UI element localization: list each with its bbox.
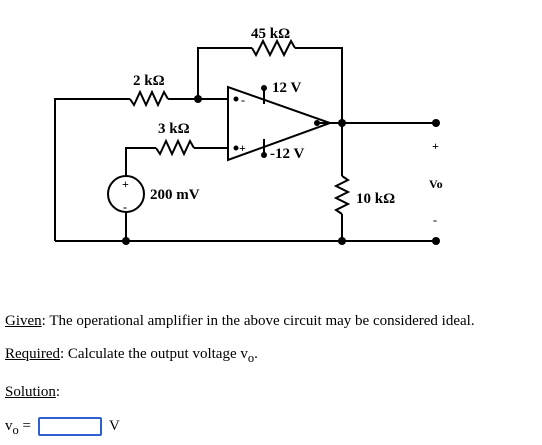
source-minus-sign: - xyxy=(123,200,127,214)
supply-neg-dot xyxy=(261,152,267,158)
vo-label: Vo xyxy=(429,177,443,191)
supply-pos-dot xyxy=(261,85,267,91)
inv-input-sign: - xyxy=(241,93,245,107)
answer-sub: o xyxy=(12,423,19,437)
junction-load-ground xyxy=(338,237,346,245)
op-amp-triangle xyxy=(227,85,333,162)
answer-eq: = xyxy=(18,418,31,434)
required-rest: : Calculate the output voltage v xyxy=(59,346,248,362)
required-end: . xyxy=(254,346,258,362)
input-wire-left xyxy=(54,98,130,241)
output-dot xyxy=(314,120,320,126)
r-plus-label: 3 kΩ xyxy=(158,121,190,137)
given-statement: Given: The operational amplifier in the … xyxy=(5,313,475,330)
noninv-input-dot xyxy=(233,145,239,151)
input-resistor xyxy=(129,89,169,108)
vo-terminal-bottom xyxy=(432,237,440,245)
answer-label: vo = xyxy=(5,418,31,438)
junction-output-node xyxy=(338,119,346,127)
required-word: Required xyxy=(5,346,60,362)
supply-neg-label: -12 V xyxy=(270,146,304,162)
source-plus-sign: + xyxy=(122,177,129,191)
required-statement: Required: Calculate the output voltage v… xyxy=(5,346,258,366)
source-value-label: 200 mV xyxy=(150,187,200,203)
r-input-label: 2 kΩ xyxy=(133,73,165,89)
given-rest: : The operational amplifier in the above… xyxy=(41,313,475,329)
solution-heading: Solution: xyxy=(5,384,60,401)
required-sub: o xyxy=(247,351,255,365)
solution-word: Solution xyxy=(5,384,56,400)
junction-source-ground xyxy=(122,237,130,245)
answer-input[interactable] xyxy=(38,417,102,436)
feedback-wire-left xyxy=(197,47,252,99)
given-word: Given xyxy=(5,313,42,329)
load-resistor xyxy=(333,175,351,215)
solution-colon: : xyxy=(55,384,61,400)
plus-wire-left xyxy=(125,147,156,176)
r-feedback-label: 45 kΩ xyxy=(251,26,290,42)
feedback-wire-right xyxy=(295,47,343,123)
plus-resistor xyxy=(155,138,195,157)
r-load-label: 10 kΩ xyxy=(356,191,395,207)
voltage-source xyxy=(107,175,145,213)
inv-input-dot xyxy=(233,96,239,102)
vo-minus-label: - xyxy=(433,213,437,227)
noninv-input-sign: + xyxy=(239,141,246,155)
circuit-diagram: - + + - 45 kΩ 2 kΩ 3 kΩ 10 kΩ 12 V -12 V… xyxy=(54,26,443,245)
supply-pos-label: 12 V xyxy=(272,80,301,96)
junction-inv-node xyxy=(194,95,202,103)
answer-unit: V xyxy=(109,418,120,434)
vo-plus-label: + xyxy=(432,139,439,153)
feedback-resistor xyxy=(251,38,296,58)
answer-v: v xyxy=(5,418,13,434)
vo-terminal-top xyxy=(432,119,440,127)
